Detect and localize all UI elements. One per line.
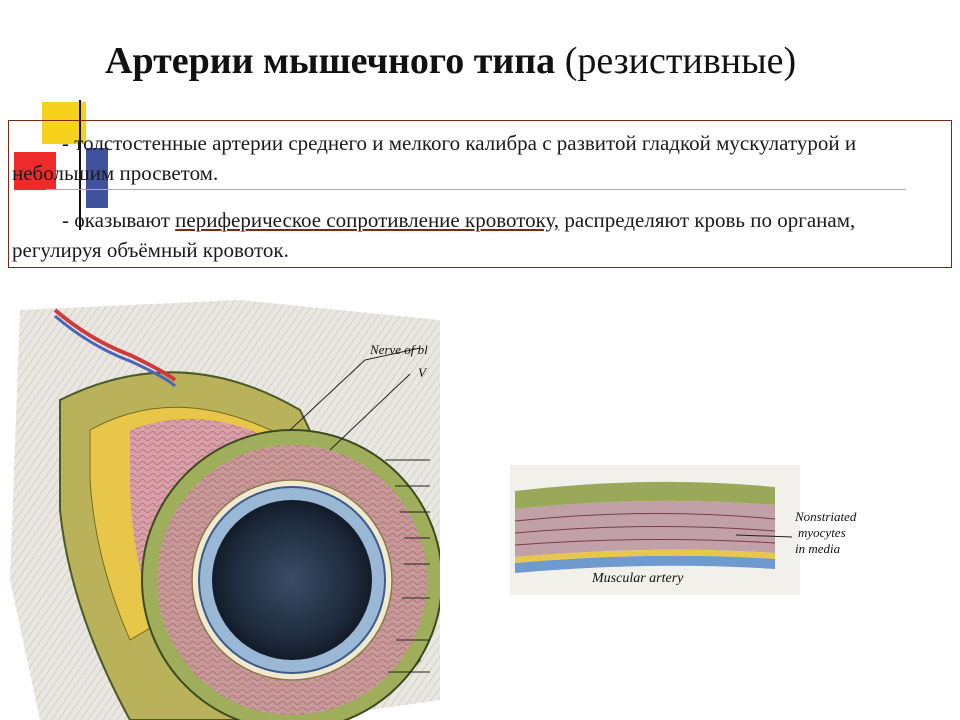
deco-blue-square [86,148,108,208]
paragraph-1-text: - толстостенные артерии среднего и мелко… [12,131,857,185]
wall-elastic [515,549,775,563]
label-nonstriated-1: Nonstriated [795,509,857,524]
lumen [212,500,372,660]
wall-intima [515,555,775,573]
paragraph-1: - толстостенные артерии среднего и мелко… [12,128,942,188]
artery-cross-section-illustration [10,300,440,720]
title-bold: Артерии мышечного типа [105,40,556,82]
muscular-artery-wall-illustration [510,465,800,595]
label-nerve: Nerve of bl [370,342,428,357]
paragraph-2-underlined: периферическое сопротивление кровотоку, [175,208,560,232]
label-v: V [418,365,426,380]
label-nonstriated-2: myocytes [798,525,846,540]
deco-red-square [14,152,56,190]
deco-vertical-line [79,100,81,230]
paragraph-2-before: - оказывают [62,208,176,232]
label-nonstriated-3: in media [795,541,841,556]
vasa-vasorum [53,308,177,382]
figure-caption: Muscular artery [592,571,684,586]
deco-yellow-square [42,102,86,144]
text-box [8,120,952,268]
paragraph-2-after: распределяют кровь по органам, регулируя… [12,208,856,262]
slide-title: Артерии мышечного типа (резистивные) [105,38,925,84]
deco-horizontal-line [46,189,906,190]
title-normal: (резистивные) [564,40,797,82]
paragraph-2: - оказывают периферическое сопротивление… [12,205,942,265]
wall-adventitia [515,481,775,509]
